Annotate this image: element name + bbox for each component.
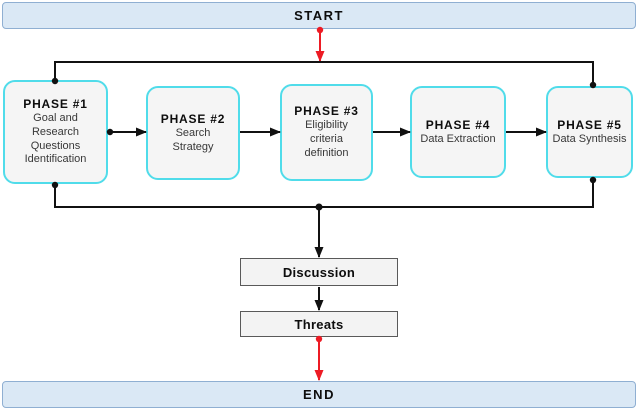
- end-label: END: [303, 387, 335, 402]
- start-node: START: [2, 2, 636, 29]
- threats-label: Threats: [294, 316, 344, 332]
- phase-2-title: PHASE #2: [160, 111, 226, 126]
- phase-2-node: PHASE #2 Search Strategy: [146, 86, 240, 180]
- phase-1-title: PHASE #1: [23, 97, 88, 111]
- edge-start-to-phases: [315, 26, 325, 62]
- phase-4-subtitle: Data Extraction: [420, 132, 496, 145]
- phase-5-node: PHASE #5 Data Synthesis: [546, 86, 633, 178]
- phase-3-subtitle: Eligibility criteria definition: [304, 119, 349, 159]
- threats-node: Threats: [240, 311, 398, 337]
- discussion-node: Discussion: [240, 258, 398, 286]
- start-label: START: [294, 8, 344, 23]
- edge-threats-end: [314, 335, 324, 381]
- discussion-label: Discussion: [282, 264, 356, 280]
- edge-bottom-rail: [51, 176, 597, 211]
- phase-1-node: PHASE #1 Goal and Research Questions Ide…: [3, 80, 108, 184]
- phase-4-title: PHASE #4: [425, 117, 491, 132]
- phase-3-title: PHASE #3: [294, 104, 359, 119]
- end-node: END: [2, 381, 636, 408]
- phase-5-title: PHASE #5: [557, 117, 622, 132]
- phase-1-subtitle: Goal and Research Questions Identificati…: [24, 112, 87, 166]
- phase-2-subtitle: Search Strategy: [172, 126, 214, 153]
- phase-5-subtitle: Data Synthesis: [552, 132, 627, 145]
- phase-4-node: PHASE #4 Data Extraction: [410, 86, 506, 178]
- edge-phase1-phase2: [106, 127, 147, 137]
- phase-3-node: PHASE #3 Eligibility criteria definition: [280, 84, 373, 181]
